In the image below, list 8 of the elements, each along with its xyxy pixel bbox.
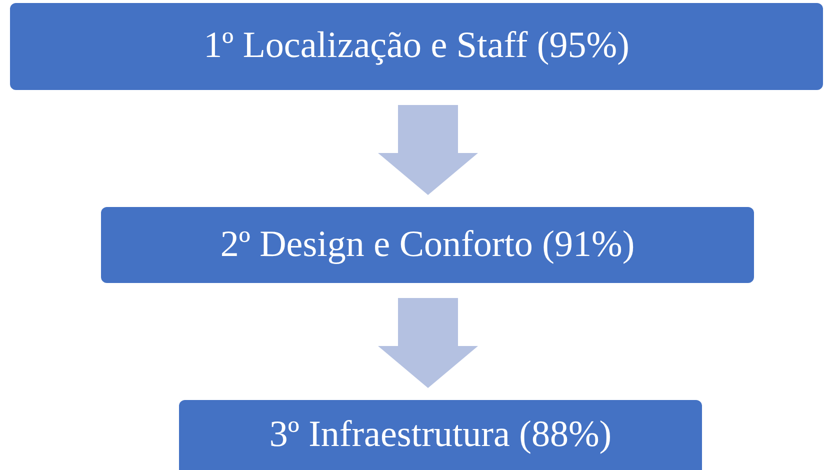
process-box [101,207,754,283]
box-label: 3º Infraestrutura (88%) [269,412,612,457]
process-box [179,400,702,470]
box-label: 1º Localização e Staff (95%) [204,24,630,68]
block-arrow [378,105,478,195]
box-label: 2º Design e Conforto (91%) [220,222,635,267]
process-box [10,3,823,90]
block-arrow [378,298,478,388]
